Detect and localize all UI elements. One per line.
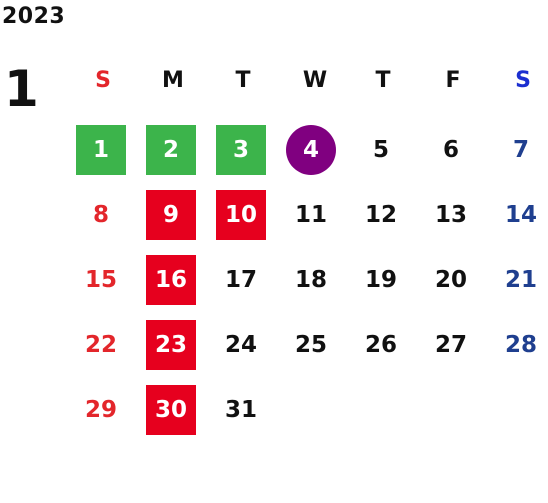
weekday-header-saturday: S bbox=[515, 68, 531, 93]
day-cell[interactable]: 21 bbox=[504, 267, 537, 293]
day-cell[interactable]: 1 bbox=[76, 125, 126, 175]
day-cell[interactable]: 11 bbox=[294, 202, 327, 228]
weekday-header-tuesday: T bbox=[235, 68, 251, 93]
day-cell[interactable]: 22 bbox=[84, 332, 117, 358]
day-cell[interactable]: 6 bbox=[442, 137, 459, 163]
day-cell[interactable]: 2 bbox=[146, 125, 196, 175]
weekday-header-wednesday: W bbox=[302, 68, 328, 93]
day-cell[interactable]: 23 bbox=[146, 320, 196, 370]
day-cell[interactable]: 15 bbox=[84, 267, 117, 293]
day-cell-today[interactable]: 4 bbox=[286, 125, 336, 175]
weekday-header-sunday: S bbox=[95, 68, 111, 93]
day-cell[interactable]: 28 bbox=[504, 332, 537, 358]
weekday-header-friday: F bbox=[445, 68, 461, 93]
day-cell[interactable]: 3 bbox=[216, 125, 266, 175]
weekday-header-monday: M bbox=[162, 68, 184, 93]
day-cell[interactable]: 31 bbox=[224, 397, 257, 423]
day-cell[interactable]: 26 bbox=[364, 332, 397, 358]
day-cell[interactable]: 10 bbox=[216, 190, 266, 240]
day-cell[interactable]: 12 bbox=[364, 202, 397, 228]
day-cell[interactable]: 9 bbox=[146, 190, 196, 240]
day-cell[interactable]: 7 bbox=[512, 137, 529, 163]
day-cell[interactable]: 20 bbox=[434, 267, 467, 293]
day-cell[interactable]: 29 bbox=[84, 397, 117, 423]
day-cell[interactable]: 14 bbox=[504, 202, 537, 228]
day-cell[interactable]: 30 bbox=[146, 385, 196, 435]
day-cell[interactable]: 24 bbox=[224, 332, 257, 358]
day-cell[interactable]: 25 bbox=[294, 332, 327, 358]
day-cell[interactable]: 5 bbox=[372, 137, 389, 163]
day-cell[interactable]: 27 bbox=[434, 332, 467, 358]
day-cell[interactable]: 17 bbox=[224, 267, 257, 293]
month-number: 1 bbox=[4, 60, 39, 118]
day-cell[interactable]: 18 bbox=[294, 267, 327, 293]
weekday-header-thursday: T bbox=[375, 68, 391, 93]
day-cell[interactable]: 19 bbox=[364, 267, 397, 293]
day-cell[interactable]: 13 bbox=[434, 202, 467, 228]
day-cell[interactable]: 16 bbox=[146, 255, 196, 305]
day-cell[interactable]: 8 bbox=[92, 202, 109, 228]
year-label: 2023 bbox=[2, 4, 66, 29]
